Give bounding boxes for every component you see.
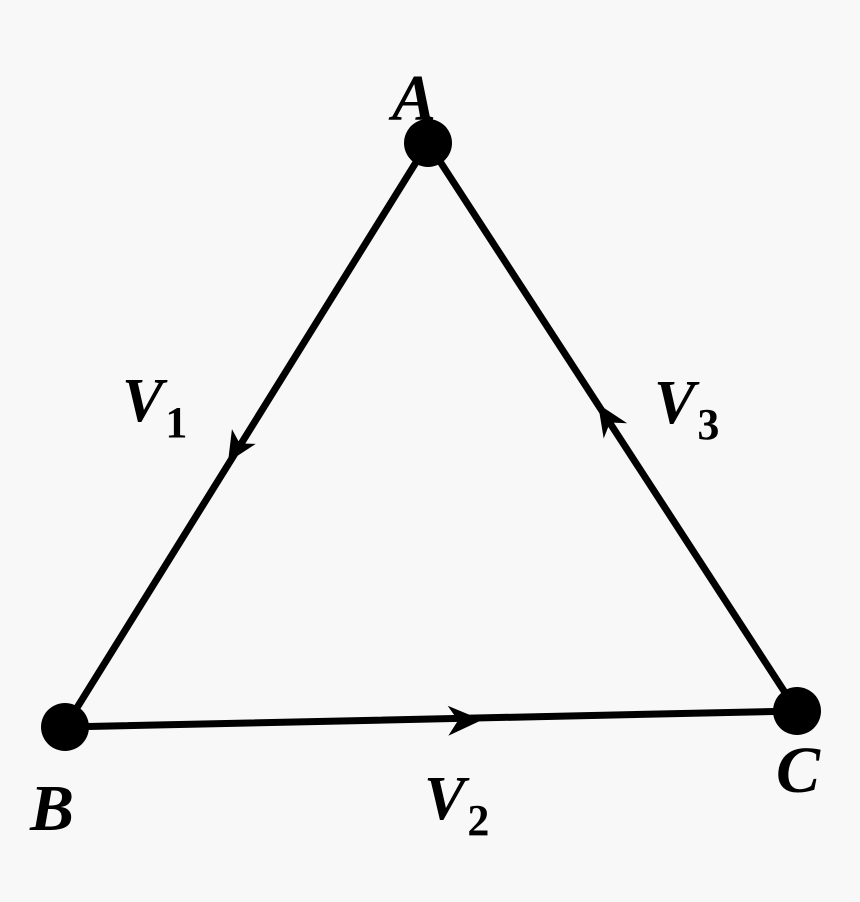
edge-a-to-b: [61, 139, 432, 731]
node-label-c: C: [776, 734, 821, 807]
node-label-b: B: [30, 772, 75, 845]
vector-v2-subscript: 2: [467, 796, 490, 845]
arrow-v1-icon: [228, 429, 256, 462]
edge-b-to-c: [61, 707, 801, 731]
vector-v2-symbol: V: [424, 765, 466, 833]
vector-label-v1: V1: [122, 367, 187, 445]
arrow-v3-icon: [598, 404, 628, 439]
node-b: [41, 703, 89, 751]
vector-label-v3: V3: [654, 369, 719, 447]
vector-v1-symbol: V: [122, 367, 164, 435]
vector-v1-subscript: 1: [165, 398, 188, 447]
vector-v3-subscript: 3: [697, 400, 720, 449]
vector-v3-symbol: V: [654, 369, 696, 437]
vector-label-v2: V2: [424, 765, 489, 843]
node-c: [773, 687, 821, 735]
node-label-a: A: [392, 62, 437, 135]
arrow-v2-icon: [447, 705, 482, 736]
node-a: [404, 119, 452, 167]
edge-c-to-a: [424, 139, 801, 715]
